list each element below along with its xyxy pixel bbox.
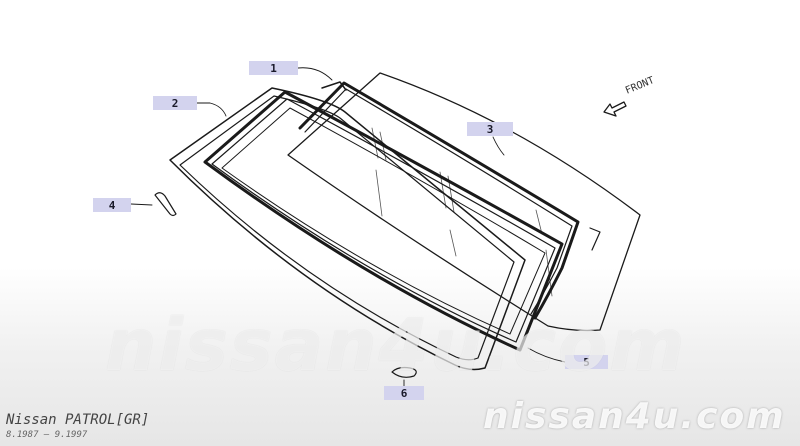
clip-part-6 — [391, 366, 417, 378]
clip-part-4 — [154, 192, 177, 217]
seal-part-5 — [203, 90, 564, 352]
model-dates: 8.1987 – 9.1997 — [6, 430, 88, 440]
model-name: Nissan PATROL[GR] — [6, 412, 150, 428]
part-label-4[interactable]: 4 — [93, 198, 131, 212]
part-label-3[interactable]: 3 — [467, 122, 513, 136]
glass-part-3 — [287, 72, 641, 332]
part-label-5[interactable]: 5 — [565, 355, 608, 369]
part-label-1[interactable]: 1 — [249, 61, 298, 75]
watermark-center: nissan4u.com — [105, 303, 687, 387]
leader-lines — [130, 67, 566, 387]
watermark-corner: nissan4u.com — [483, 396, 786, 437]
part-label-6[interactable]: 6 — [384, 386, 424, 400]
front-arrow-icon — [603, 101, 627, 117]
weatherstrip-part-2 — [169, 87, 526, 371]
part-label-2[interactable]: 2 — [153, 96, 197, 110]
